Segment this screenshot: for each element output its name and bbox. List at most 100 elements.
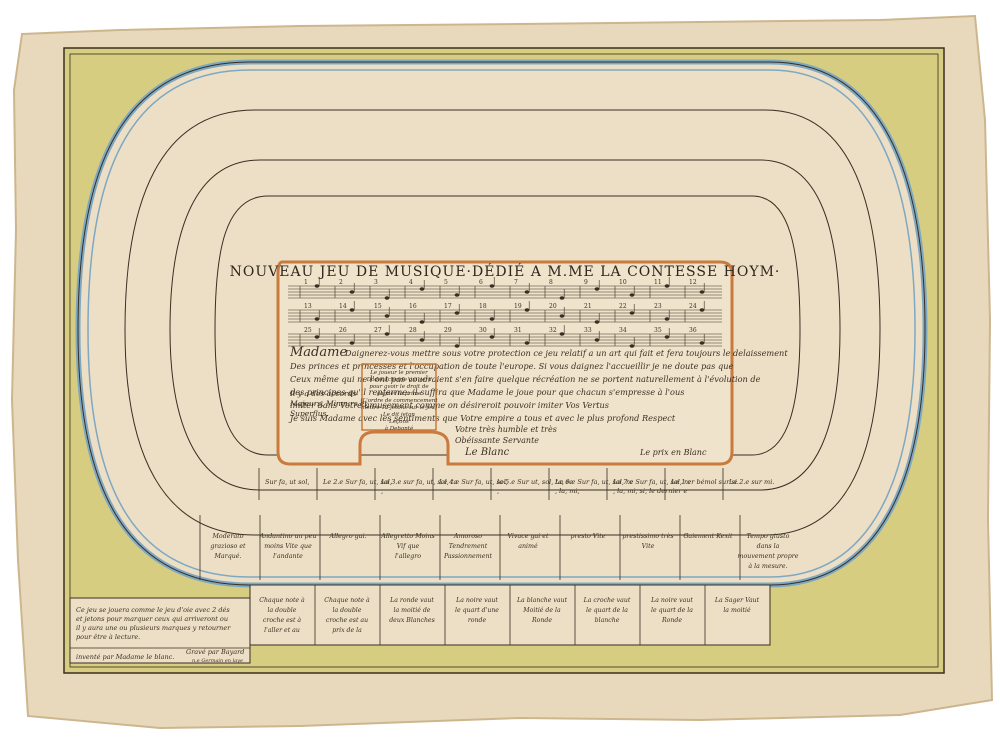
tempo-cell: Allegretto Moins [380, 533, 435, 540]
tempo-cell: Tempo giusto [747, 533, 790, 540]
svg-text:24: 24 [689, 303, 697, 310]
dedication-signature: Le Blanc [464, 447, 510, 458]
tempo-cell: Amoroso [453, 533, 482, 540]
svg-text:19: 19 [514, 303, 522, 310]
svg-text:11: 11 [654, 279, 662, 286]
bottom-cell: deux Blanches [389, 617, 435, 624]
bottom-cell: Chaque note à [259, 597, 305, 604]
tempo-cell: Vivace gai et [507, 533, 549, 540]
bottom-cell: le quart d'une [455, 607, 499, 614]
tempo-cell: Vite [642, 543, 655, 550]
bottom-cell: prix de la [332, 627, 362, 634]
inner-row-cell: Le 4.e Sur fa, ut, sol, [438, 478, 508, 486]
inner-row-cell-2: , la, mi, [555, 487, 580, 495]
tempo-cell: grazioso et [210, 543, 246, 550]
tempo-cell: Marqué. [213, 553, 241, 560]
bottom-cell: Chaque note à [324, 597, 370, 604]
tempo-cell: l'andante [273, 553, 303, 560]
bottom-cell: la double [268, 607, 297, 614]
rule-line: mettre 12 jetons sur le jeu) [361, 404, 437, 411]
footer-rule-line: et jetons pour marquer ceux qui arrivero… [76, 615, 228, 623]
dedication-panel: NOUVEAU JEU DE MUSIQUE·DÉDIÉ A M.ME LA C… [230, 260, 788, 466]
tempo-cell: mouvement propre [738, 553, 799, 560]
svg-text:35: 35 [654, 327, 662, 334]
inner-row-cell: Le 2.e Sur fa, ut, sol, [322, 478, 392, 486]
bottom-cell: la moitié de [394, 607, 431, 614]
bottom-cell: Moitié de la [522, 607, 561, 614]
dedication-line: imiter dans Votre amusement comme on dés… [290, 400, 609, 410]
rule-line: pour avoir le droit de [369, 384, 429, 390]
inner-row-cell: la 5.e Sur ut, sol, ta, re [497, 478, 573, 486]
svg-text:13: 13 [304, 303, 312, 310]
accords-line: Superflus. [290, 409, 329, 418]
svg-text:15: 15 [374, 303, 382, 310]
tempo-cell: dans la [757, 543, 780, 550]
dedication-line: des principes qu'il renferme: il suffira… [290, 387, 684, 397]
svg-text:16: 16 [409, 303, 417, 310]
svg-text:5: 5 [444, 279, 448, 286]
svg-text:3: 3 [374, 279, 378, 286]
cell-texts: Sur fa, ut sol,Le 2.e Sur fa, ut, sol,La… [199, 468, 799, 580]
bottom-cell: Ronde [531, 617, 552, 624]
svg-text:27: 27 [374, 327, 382, 334]
svg-text:25: 25 [304, 327, 312, 334]
svg-text:1: 1 [304, 279, 308, 286]
board-title: NOUVEAU JEU DE MUSIQUE·DÉDIÉ A M.ME LA C… [230, 262, 781, 280]
svg-text:30: 30 [479, 327, 487, 334]
engraver-text: Gravé par Bayard [186, 648, 244, 656]
tempo-cell: presto Vite [570, 533, 605, 540]
inventor-text: inventé par Madame le blanc. [76, 653, 174, 661]
bottom-cell: La noire vaut [650, 597, 693, 604]
dedication-line: Des princes et princesses et l'occupatio… [289, 361, 733, 371]
bottom-cell: La Sager Vaut [714, 597, 760, 604]
address-text: n.e Germain en laye [192, 658, 243, 664]
svg-text:20: 20 [549, 303, 557, 310]
dedication-line: Je suis Madame avec les sentiments que V… [288, 413, 676, 423]
inner-row-cell: Sur fa, ut sol, [265, 478, 309, 486]
svg-text:36: 36 [689, 327, 697, 334]
inner-row-cell: La 3.e sur fa, ut, sol, ta [380, 478, 457, 486]
svg-text:31: 31 [514, 327, 522, 334]
bottom-cell: La croche vaut [583, 597, 631, 604]
bottom-cell: le quart de la [586, 607, 628, 614]
svg-text:8: 8 [549, 279, 553, 286]
dedication-line: Daignerez-vous mettre sous votre protect… [344, 348, 788, 358]
tempo-cell: moins Vite que [264, 543, 312, 550]
accords-line: Il y a des accords [289, 389, 356, 398]
rule-line: Le joueur le premier [369, 370, 428, 376]
tempo-cell: animé [518, 543, 538, 550]
footer-rule-line: pour être à lecture. [76, 633, 140, 641]
svg-text:2: 2 [339, 279, 343, 286]
dedication-sign-1: Votre très humble et très [455, 425, 557, 434]
bottom-cell: l'aller et au [264, 627, 300, 634]
svg-text:23: 23 [654, 303, 662, 310]
tempo-cell: Gaiement Kexit [683, 533, 733, 540]
dedication-salutation: Madame [289, 345, 347, 360]
svg-text:29: 29 [444, 327, 452, 334]
rule-line: Le dit jeton [382, 412, 415, 418]
rule-line: (L'ordre de commencement [360, 397, 438, 404]
bottom-cell: ronde [468, 617, 487, 624]
tempo-cell: Vif que [397, 543, 420, 550]
tempo-cell: à la mesure. [748, 563, 787, 570]
rule-line: gagner la prime [377, 391, 422, 397]
svg-text:21: 21 [584, 303, 592, 310]
svg-text:6: 6 [479, 279, 483, 286]
bottom-cell: le quart de la [651, 607, 693, 614]
tempo-cell: Moderato [211, 533, 243, 540]
tempo-cell: Passionnement [443, 553, 493, 560]
bottom-cell: Ronde [661, 617, 682, 624]
inner-row-cell: Le 1.er bémol sur si. [670, 478, 739, 486]
accords-line: Majeurs, Mineurs et [289, 399, 368, 408]
inner-row-cell: La 6.e Sur fa, ut, sol, re [554, 478, 633, 486]
bottom-cell: blanche [595, 617, 620, 624]
bottom-cell: La ronde vaut [389, 597, 434, 604]
bottom-cell: La noire vaut [455, 597, 498, 604]
inner-row-cell: La 7.e Sur fa, ut, sol, re [612, 478, 691, 486]
svg-text:10: 10 [619, 279, 627, 286]
